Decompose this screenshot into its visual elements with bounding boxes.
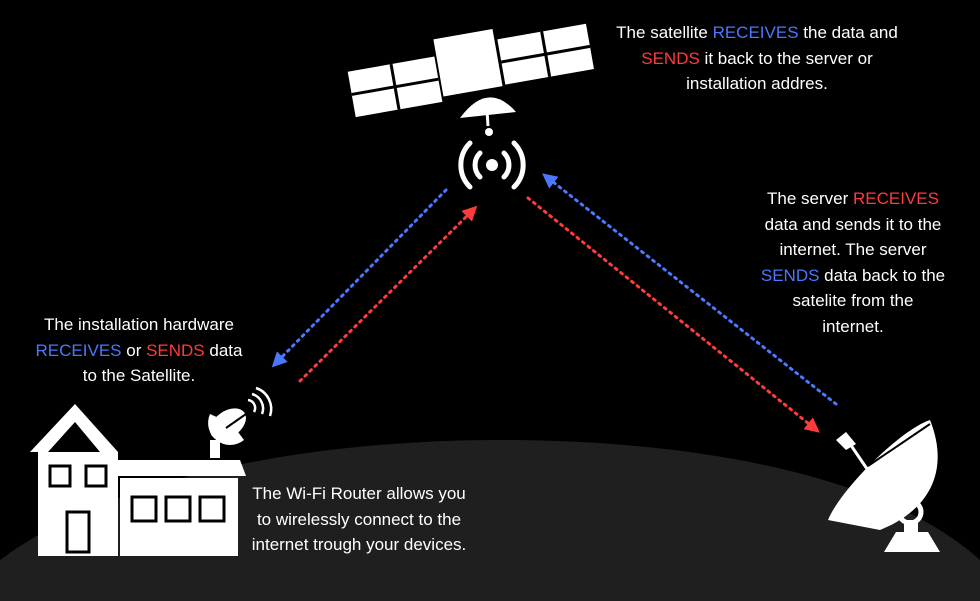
server-caption-receives: RECEIVES xyxy=(853,189,939,208)
installation-caption-receives: RECEIVES xyxy=(35,340,122,360)
house-icon xyxy=(30,404,246,556)
installation-caption: The installation hardware RECEIVES or SE… xyxy=(28,312,250,389)
arrow-installation-to-satellite xyxy=(298,205,478,383)
server-caption: The server RECEIVES data and sends it to… xyxy=(760,186,946,339)
server-caption-sends: SENDS xyxy=(760,265,820,285)
small-satellite-dish-icon xyxy=(208,386,273,458)
wireless-signal-icon xyxy=(458,140,526,190)
satellite-caption-sends: SENDS xyxy=(641,48,700,68)
server-caption-text-3: data back to the satelite from the inter… xyxy=(792,265,946,336)
satellite-caption-receives: RECEIVES xyxy=(712,23,799,42)
arrow-satellite-to-server xyxy=(526,196,820,433)
arrow-server-to-satellite xyxy=(542,173,838,406)
ground-station-dish-icon xyxy=(828,420,940,552)
satellite-caption: The satellite RECEIVES the data and SEND… xyxy=(612,20,902,97)
installation-caption-sends: SENDS xyxy=(146,340,205,360)
server-caption-text-2: data and sends it to the internet. The s… xyxy=(764,214,942,260)
satellite-caption-text-1: The satellite xyxy=(616,23,713,42)
satellite-caption-text-3: it back to the server or installation ad… xyxy=(686,48,873,94)
satellite-icon xyxy=(347,23,594,136)
arrow-satellite-to-installation xyxy=(271,188,448,368)
installation-caption-text-3: data to the Satellite. xyxy=(82,340,243,386)
satellite-caption-text-2: the data and xyxy=(798,23,898,42)
server-caption-text-1: The server xyxy=(767,189,853,208)
installation-caption-text-2: or xyxy=(121,340,147,360)
ground-hill xyxy=(0,440,980,601)
router-caption: The Wi-Fi Router allows you to wirelessl… xyxy=(251,484,467,554)
installation-caption-text-1: The installation hardware xyxy=(44,315,234,334)
